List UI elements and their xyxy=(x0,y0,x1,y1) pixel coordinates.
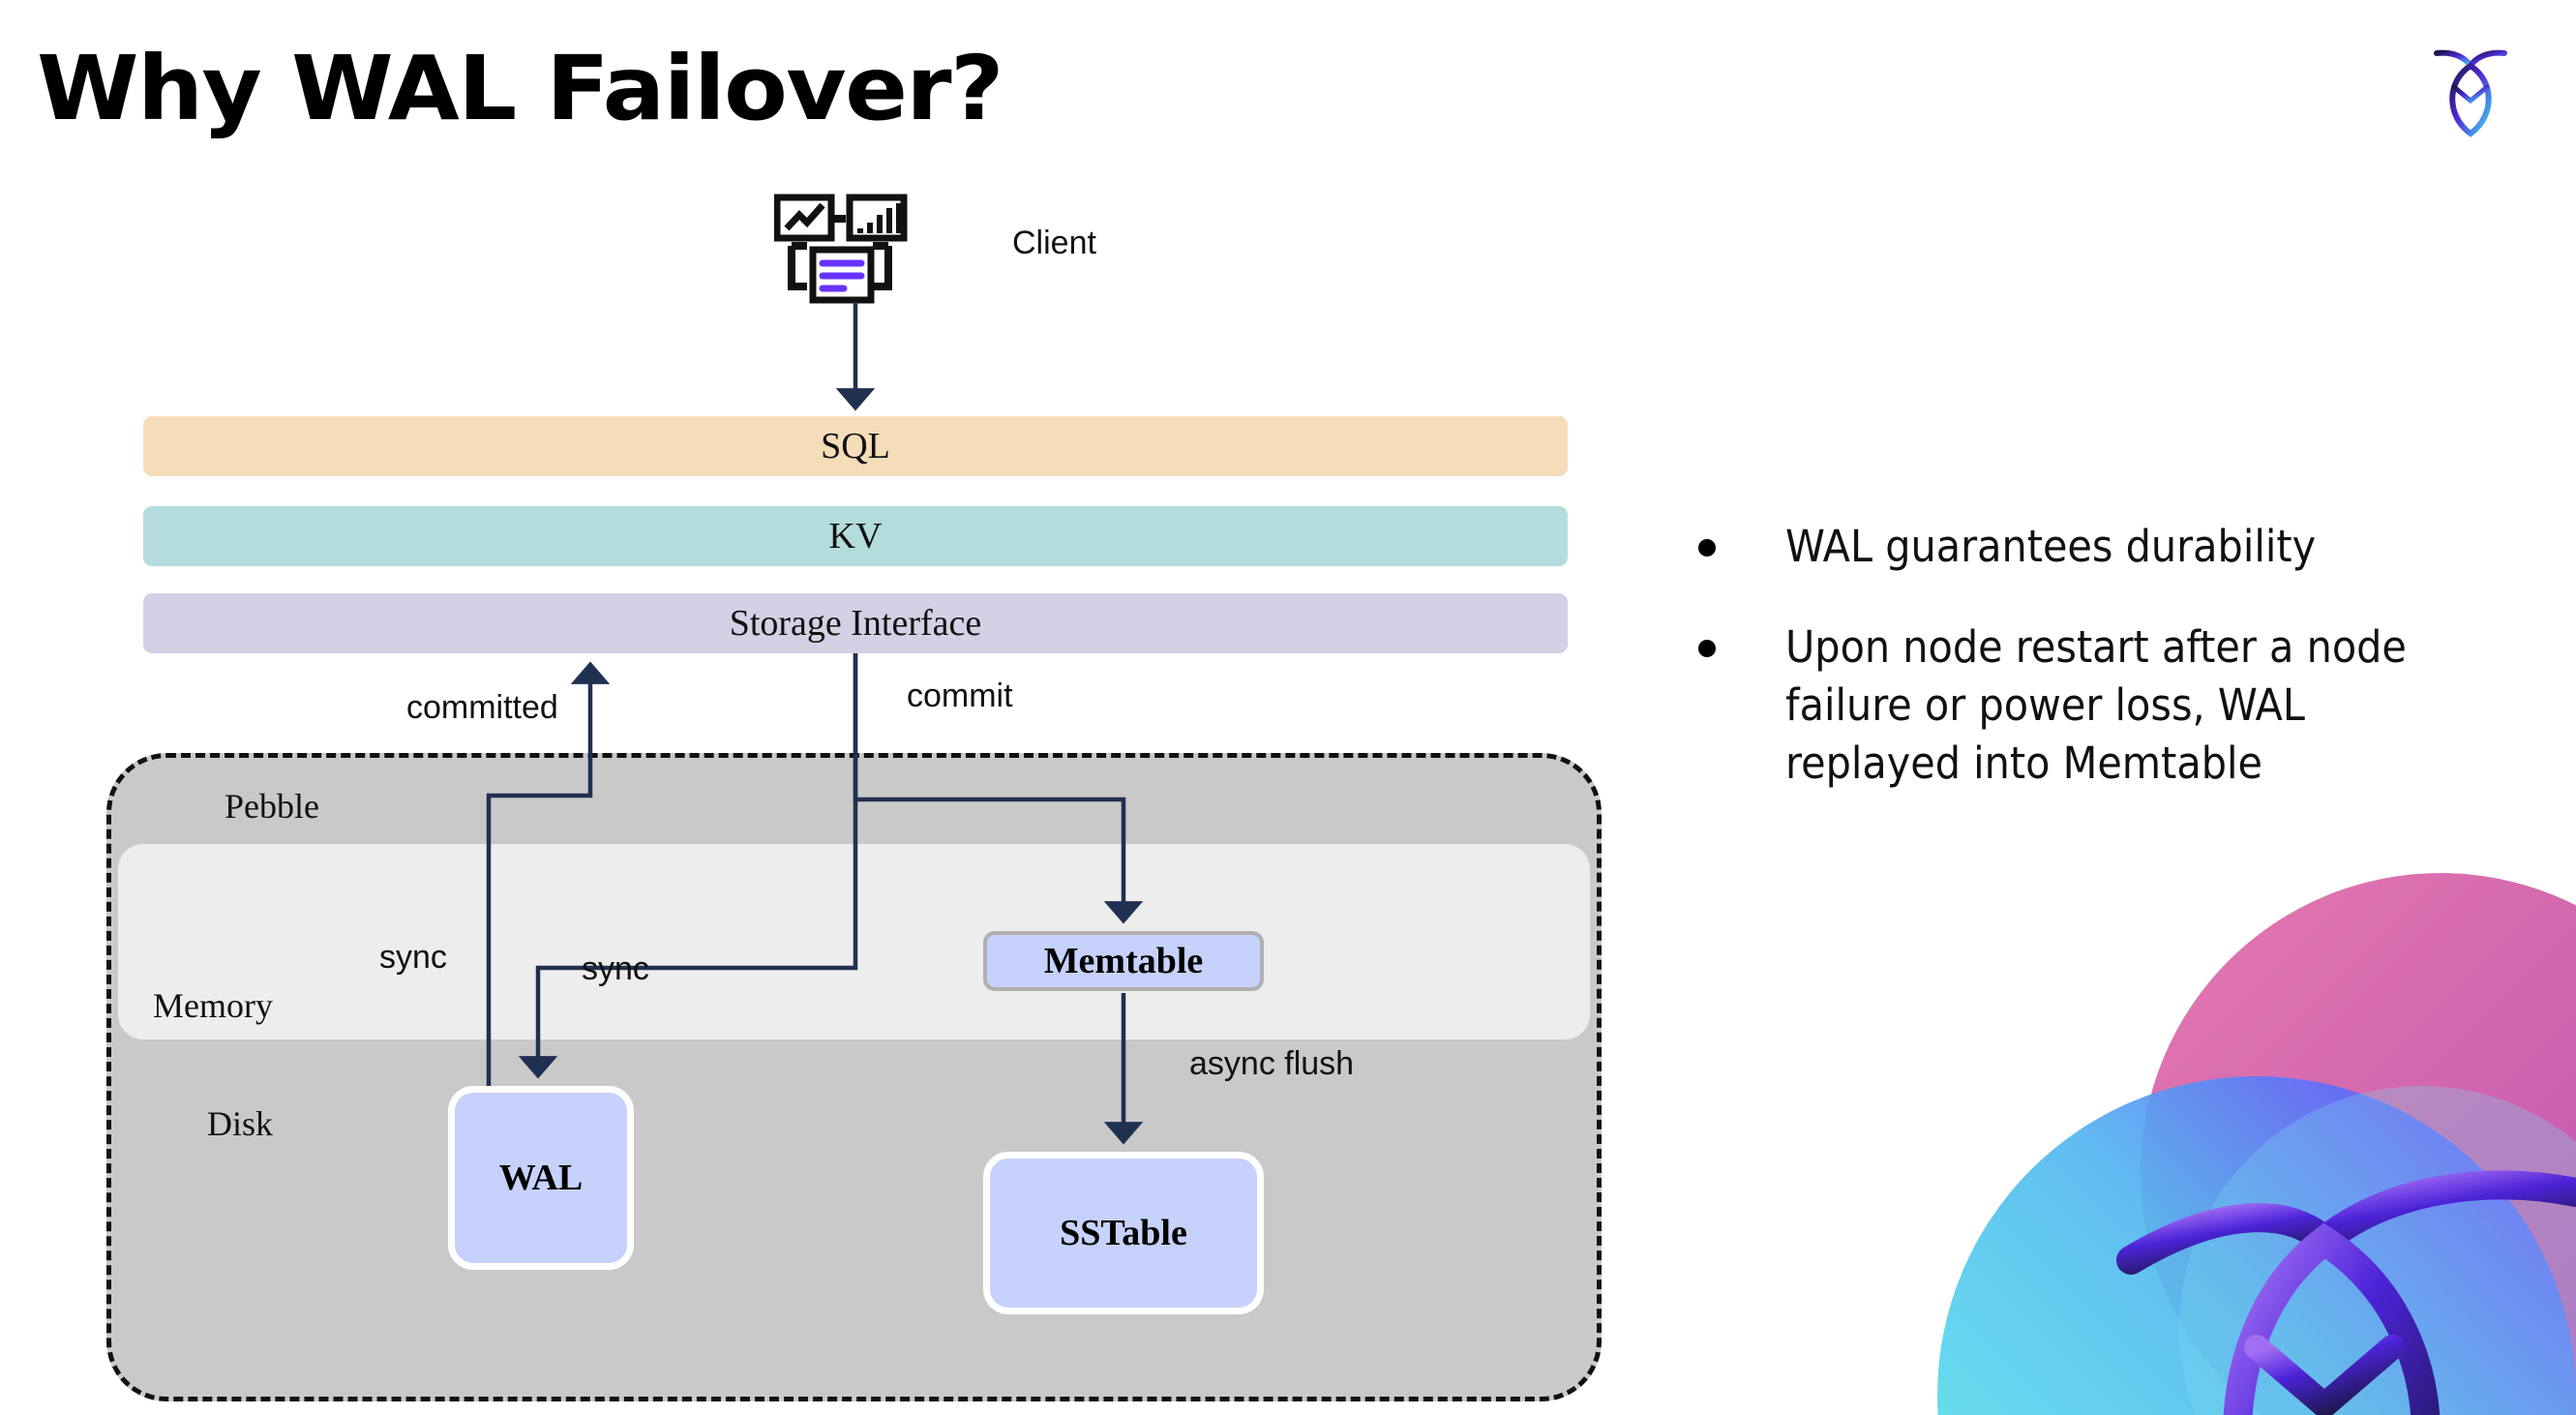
bullet-list: WAL guarantees durability Upon node rest… xyxy=(1698,518,2511,834)
node-wal: WAL xyxy=(448,1086,634,1270)
edge-label-sync-2: sync xyxy=(582,950,649,987)
node-sstable: SSTable xyxy=(983,1152,1264,1314)
layer-bar-sql: SQL xyxy=(143,416,1568,476)
node-memtable: Memtable xyxy=(983,931,1264,991)
diagram-connectors xyxy=(486,302,1144,1145)
list-item: Upon node restart after a node failure o… xyxy=(1698,618,2511,793)
layer-bar-storage-interface: Storage Interface xyxy=(143,593,1568,653)
bullet-text: WAL guarantees durability xyxy=(1785,521,2317,572)
disk-label: Disk xyxy=(207,1104,274,1143)
edge-label-async-flush: async flush xyxy=(1189,1045,1355,1082)
edge-label-sync-1: sync xyxy=(379,939,447,976)
edge-label-committed: committed xyxy=(406,689,558,726)
client-label: Client xyxy=(1012,225,1096,261)
decorative-logo-artwork xyxy=(1841,873,2576,1415)
cockroachdb-logo xyxy=(2417,37,2524,153)
bullet-text: Upon node restart after a node failure o… xyxy=(1785,620,2407,789)
list-item: WAL guarantees durability xyxy=(1698,518,2511,576)
page-title: Why WAL Failover? xyxy=(37,37,1004,140)
bullet-dot-icon xyxy=(1698,639,1716,657)
edge-label-commit: commit xyxy=(907,677,1013,714)
memory-label: Memory xyxy=(153,986,273,1025)
client-dashboard-icon xyxy=(773,194,939,319)
architecture-diagram: Client SQL KV Storage Interface Pebble M… xyxy=(106,194,1602,1401)
bullet-dot-icon xyxy=(1698,539,1716,557)
pebble-label: Pebble xyxy=(225,787,319,826)
layer-bar-kv: KV xyxy=(143,506,1568,566)
